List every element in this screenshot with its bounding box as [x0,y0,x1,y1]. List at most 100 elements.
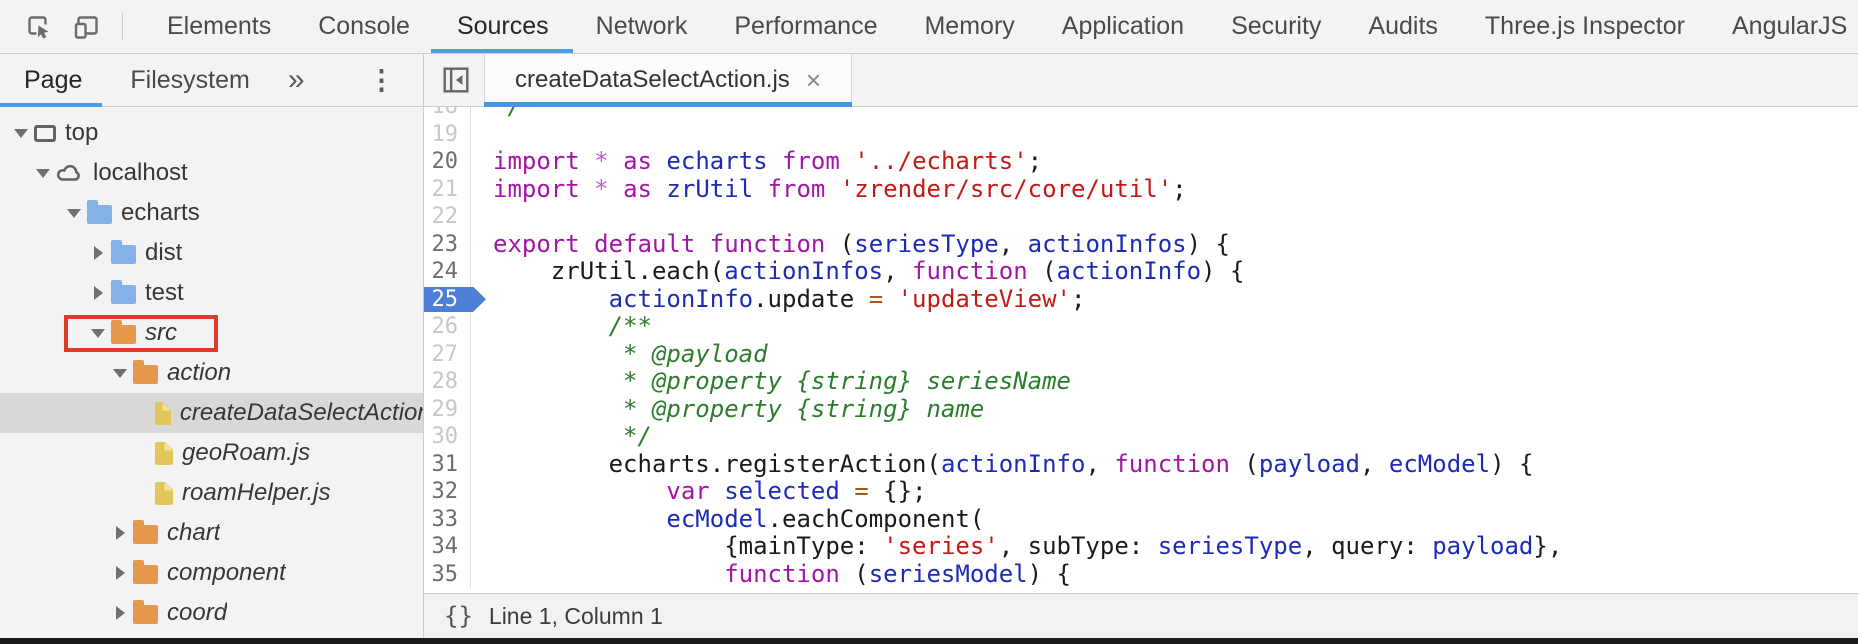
collapse-arrow-icon[interactable] [30,168,56,178]
sources-navigator-sidebar: Page Filesystem » ⋮ top localhost echarts di… [0,54,424,638]
collapse-arrow-icon[interactable] [85,328,111,338]
folder-icon [87,200,112,224]
window-bottom-edge [0,638,1858,644]
panel-tab-bar: Elements Console Sources Network Performance… [167,0,1847,53]
tree-item-test[interactable]: test [0,273,423,313]
panel-tab-application[interactable]: Application [1061,12,1185,40]
panel-tab-sources[interactable]: Sources [431,0,573,53]
toolbar-separator [122,13,123,40]
line-number[interactable]: 35 [424,560,471,588]
collapse-arrow-icon[interactable] [107,368,133,378]
tree-item-roamhelper-js[interactable]: roamHelper.js [0,473,423,513]
expand-arrow-icon[interactable] [85,286,111,300]
tree-item-top[interactable]: top [0,113,423,153]
code-text: * @property {string} seriesName [493,367,1071,395]
cursor-position-text: Line 1, Column 1 [488,602,663,629]
line-number[interactable]: 32 [424,478,471,506]
breakpoint-marker[interactable] [424,286,486,312]
folder-icon [111,280,136,304]
pretty-print-button[interactable]: {} [444,602,473,630]
tree-item-localhost[interactable]: localhost [0,153,423,193]
tree-item-label: coord [167,599,228,626]
tree-item-echarts[interactable]: echarts [0,193,423,233]
folder-workspace-icon [133,560,158,584]
editor-tab-createDataSelectAction[interactable]: createDataSelectAction.js × [484,54,852,107]
panel-tab-three-js-inspector[interactable]: Three.js Inspector [1484,12,1685,40]
navigator-menu-button[interactable]: ⋮ [368,64,395,95]
frame-icon [34,124,56,142]
code-text: echarts.registerAction(actionInfo, funct… [493,449,1534,478]
code-line-28: 28 * @property {string} seriesName [424,367,1858,396]
expand-arrow-icon[interactable] [107,606,133,620]
navigator-tab-bar: Page Filesystem » ⋮ [0,54,423,107]
tree-item-action[interactable]: action [0,353,423,393]
tree-item-label: component [167,559,286,586]
line-number[interactable]: 26 [424,313,471,341]
tree-item-label: localhost [93,159,188,186]
inspect-element-icon[interactable] [26,14,52,40]
line-number[interactable]: 21 [424,175,471,203]
device-toolbar-icon[interactable] [74,14,100,40]
more-tabs-button[interactable]: » [287,63,305,96]
line-number[interactable]: 34 [424,533,471,561]
tree-item-createdataselectaction-js[interactable]: createDataSelectAction.js [0,393,423,433]
line-number[interactable]: 33 [424,505,471,533]
navigator-tab-page[interactable]: Page [0,54,106,107]
panel-tab-performance[interactable]: Performance [734,12,878,40]
code-text [471,121,493,149]
line-number[interactable]: 27 [424,340,471,368]
code-line-26: 26 /** [424,312,1858,341]
line-number[interactable]: 23 [424,230,471,258]
code-line-19: 19 [424,120,1858,149]
panel-tab-security[interactable]: Security [1231,12,1322,40]
sources-editor-pane: createDataSelectAction.js × 18*/1920impo… [424,54,1858,638]
breakpoint-line-number[interactable]: 25 [424,285,486,313]
panel-tab-elements[interactable]: Elements [167,12,272,40]
line-number[interactable]: 30 [424,423,471,451]
line-number[interactable]: 19 [424,120,471,148]
line-number[interactable]: 18 [424,107,471,121]
code-line-22: 22 [424,203,1858,231]
code-line-30: 30 */ [424,422,1858,451]
tree-item-label: top [65,119,99,146]
line-number[interactable]: 28 [424,368,471,396]
line-number[interactable]: 22 [424,203,471,231]
tree-item-src[interactable]: src [0,313,423,353]
toolbar-icon-group [0,0,122,53]
line-number[interactable]: 24 [424,258,471,286]
panel-tab-network[interactable]: Network [595,12,688,40]
panel-tab-audits[interactable]: Audits [1368,12,1438,40]
expand-arrow-icon[interactable] [107,566,133,580]
code-text: import * as echarts from '../echarts'; [493,147,1043,175]
code-line-33: 33 ecModel.eachComponent( [424,505,1858,533]
hide-navigator-icon[interactable] [442,66,470,94]
tree-item-component[interactable]: component [0,553,423,593]
panel-tab-memory[interactable]: Memory [924,12,1015,40]
code-line-34: 34 {mainType: 'series', subType: seriesT… [424,532,1858,561]
line-number[interactable]: 31 [424,450,471,478]
code-text: import * as zrUtil from 'zrender/src/cor… [493,174,1187,203]
navigator-tab-filesystem[interactable]: Filesystem [130,65,250,94]
line-number[interactable]: 20 [424,148,471,176]
tree-item-georoam-js[interactable]: geoRoam.js [0,433,423,473]
collapse-arrow-icon[interactable] [8,128,34,138]
code-text: function (seriesModel) { [724,559,1071,588]
editor-tab-close-icon[interactable]: × [805,64,821,95]
expand-arrow-icon[interactable] [85,246,111,260]
code-text: * @property {string} name [493,394,985,423]
panel-tab-angularjs[interactable]: AngularJS [1731,12,1848,40]
code-line-29: 29 * @property {string} name [424,394,1858,423]
line-number[interactable]: 29 [424,395,471,423]
tree-item-dist[interactable]: dist [0,233,423,273]
script-file-icon [155,441,173,465]
tree-item-chart[interactable]: chart [0,513,423,553]
collapse-arrow-icon[interactable] [61,208,87,218]
panel-tab-console[interactable]: Console [318,12,410,40]
code-text: zrUtil.each(actionInfos, function (actio… [493,257,1245,285]
tree-item-coord[interactable]: coord [0,593,423,633]
expand-arrow-icon[interactable] [107,526,133,540]
tree-item-label: test [145,279,184,306]
tree-item-label: dist [145,239,183,266]
